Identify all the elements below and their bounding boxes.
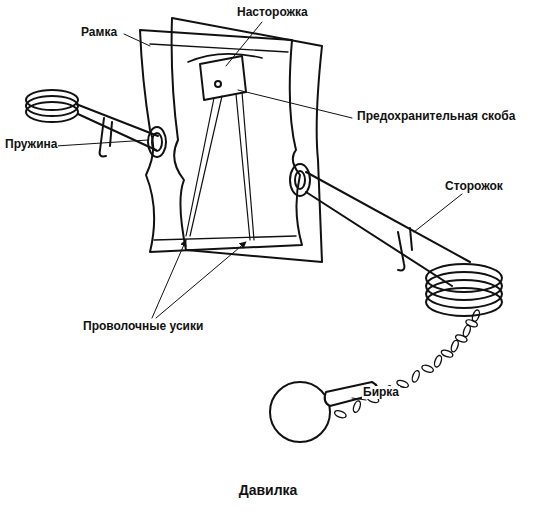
frame-back (140, 30, 302, 252)
chain-link (334, 409, 347, 419)
part-label: Сторожок (444, 180, 504, 193)
chain-link (455, 334, 468, 344)
part-label: Пружина (4, 138, 58, 151)
part-label: Насторожка (236, 6, 309, 19)
trigger-plate (200, 56, 246, 100)
trigger-bar (188, 54, 262, 62)
caption: Давилка (238, 483, 299, 498)
chain-link (352, 400, 362, 413)
part-label: Предохранительная скоба (356, 110, 516, 123)
frame-front (172, 18, 322, 262)
chain-link (450, 339, 460, 352)
chain-link (411, 370, 421, 383)
chain-link (421, 364, 434, 374)
tag-ring (270, 382, 330, 442)
latch-hook (398, 228, 412, 270)
safety-hook (100, 118, 112, 156)
chain-link (465, 318, 478, 328)
trigger-hole (215, 81, 221, 87)
leader-lines (56, 22, 462, 400)
frame-inner (150, 44, 296, 240)
part-label: Бирка (362, 386, 400, 399)
chain (334, 309, 481, 419)
chain-link (440, 349, 453, 359)
part-label: Проволочные усики (82, 320, 204, 333)
chain-link (433, 355, 443, 368)
wire-whiskers (186, 92, 254, 240)
part-label: Рамка (80, 26, 118, 39)
